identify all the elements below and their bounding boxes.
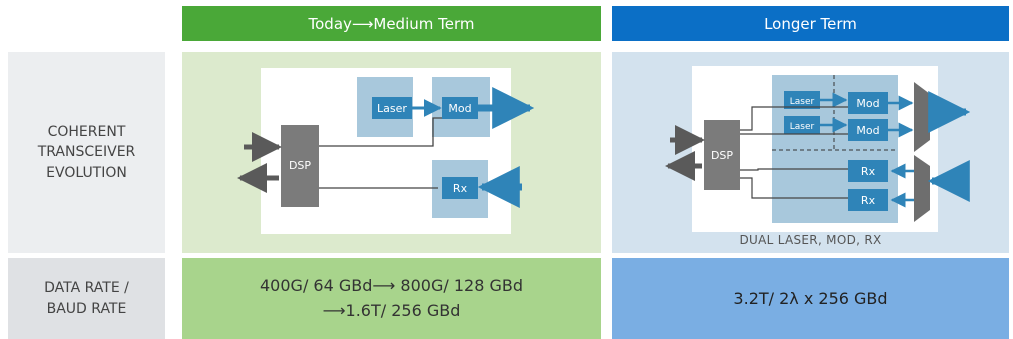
dsp-block-dual xyxy=(704,120,740,190)
laser-block xyxy=(372,97,412,119)
mod1-block xyxy=(848,92,888,114)
rx2-block xyxy=(848,189,888,211)
laser1-block xyxy=(784,91,820,109)
rate-green-line-2: ⟶1.6T/ 256 GBd xyxy=(322,300,461,320)
diagram-longer-term: Laser Laser Mod Mod Rx Rx DSP xyxy=(665,66,971,232)
laser2-label: Laser xyxy=(790,122,815,132)
header-today-medium-term-label: Today⟶Medium Term xyxy=(308,14,475,33)
rate-today-medium-term: 400G/ 64 GBd⟶ 800G/ 128 GBd ⟶1.6T/ 256 G… xyxy=(182,258,601,339)
row-label-line-1: COHERENT xyxy=(47,124,126,141)
dual-laser-caption: DUAL LASER, MOD, RX xyxy=(739,233,882,247)
mod2-block xyxy=(848,119,888,141)
row-label-transceiver-evolution: COHERENT TRANSCEIVER EVOLUTION xyxy=(8,52,165,253)
laser1-label: Laser xyxy=(790,97,815,107)
dsp-to-mod1-line xyxy=(740,106,848,131)
row-label-line-2: TRANSCEIVER xyxy=(37,144,136,161)
mod1-label: Mod xyxy=(856,97,879,110)
rx1-to-dsp-line xyxy=(740,168,848,171)
row-label-line-3: EVOLUTION xyxy=(46,164,127,181)
mod-block xyxy=(442,97,478,119)
row-label-rate-line-1: DATA RATE / xyxy=(44,280,129,297)
dsp-block xyxy=(281,125,319,207)
laser-label: Laser xyxy=(377,102,407,115)
laser2-block xyxy=(784,116,820,134)
rx-label: Rx xyxy=(453,182,468,195)
mod-label: Mod xyxy=(448,102,471,115)
header-longer-term-label: Longer Term xyxy=(764,14,857,33)
rx2-to-dsp-line xyxy=(740,177,848,199)
mod2-label: Mod xyxy=(856,124,879,137)
dsp-to-mod-line xyxy=(319,117,442,147)
header-today-medium-term: Today⟶Medium Term xyxy=(182,6,601,41)
header-longer-term: Longer Term xyxy=(612,6,1009,41)
mux-shape xyxy=(914,82,930,152)
dsp-label: DSP xyxy=(289,159,311,172)
rate-longer-term: 3.2T/ 2λ x 256 GBd xyxy=(612,258,1009,339)
rx-block xyxy=(442,177,478,199)
rx1-block xyxy=(848,160,888,182)
rx2-label: Rx xyxy=(861,194,876,207)
dsp-label-dual: DSP xyxy=(711,149,733,162)
rate-green-line-1: 400G/ 64 GBd⟶ 800G/ 128 GBd xyxy=(260,275,523,295)
row-label-data-rate: DATA RATE / BAUD RATE xyxy=(8,258,165,339)
rate-blue-text: 3.2T/ 2λ x 256 GBd xyxy=(733,289,888,308)
rx1-label: Rx xyxy=(861,165,876,178)
demux-shape xyxy=(914,155,930,222)
row-label-rate-line-2: BAUD RATE xyxy=(46,300,127,317)
diagram-today: Laser Mod Rx DSP xyxy=(237,68,535,234)
